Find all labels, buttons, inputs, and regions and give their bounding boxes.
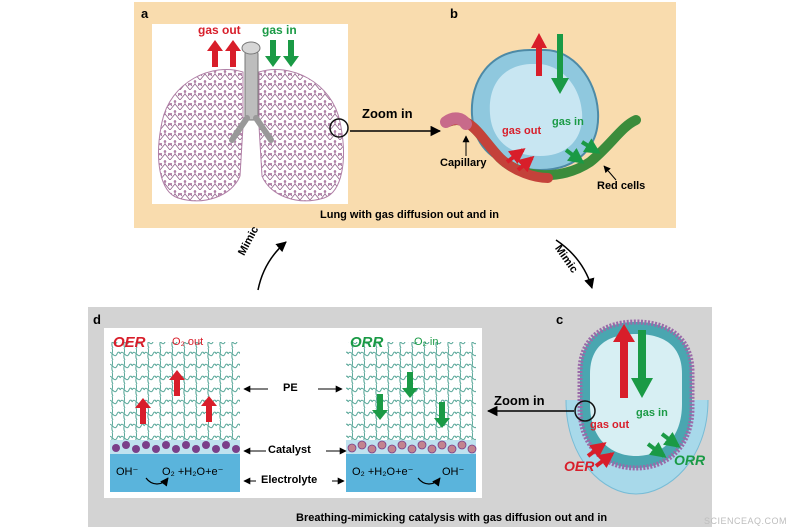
oer-equation: O₂ +H₂O+e⁻ (162, 466, 224, 478)
orr-equation: O₂ +H₂O+e⁻ (352, 466, 414, 478)
lungs-illustration (158, 41, 344, 202)
bottom-caption: Breathing-mimicking catalysis with gas d… (296, 512, 608, 524)
catalyst-label: Catalyst (268, 444, 311, 456)
electrode-zoom-circle (574, 400, 596, 422)
top-caption: Lung with gas diffusion out and in (320, 209, 500, 221)
watermark: SCIENCEAQ.COM (704, 516, 788, 526)
zoom-in-top-label: Zoom in (362, 106, 413, 121)
lung-zoom-circle (329, 118, 349, 138)
o2-out-label: O₂ out (172, 336, 204, 348)
bubble-gas-out-label: gas out (590, 419, 630, 431)
capillary-label: Capillary (440, 157, 487, 169)
pe-label: PE (283, 382, 298, 394)
oer-electrode (110, 342, 240, 492)
bubble-electrode-illustration (565, 319, 709, 495)
o2-in-label: O₂ in (414, 336, 439, 348)
oh-right-label: OH⁻ (442, 466, 465, 478)
panel-b-letter: b (450, 6, 458, 21)
orr-electrode (346, 342, 477, 492)
bubble-gas-in-label: gas in (636, 407, 668, 419)
red-cells-pointer (603, 165, 617, 181)
oer-heading: OER (113, 334, 146, 351)
lung-gas-out-arrows (207, 40, 241, 67)
oh-left-label: OH⁻ (116, 466, 139, 478)
mimic-left-arrow (257, 241, 287, 291)
panel-d-letter: d (93, 312, 101, 327)
center-label-arrows (243, 385, 347, 485)
alveolus-gas-out-label: gas out (502, 125, 542, 137)
lung-gas-out-label: gas out (198, 23, 241, 37)
bubble-orr-label: ORR (674, 452, 706, 468)
lung-gas-in-label: gas in (262, 23, 297, 37)
panel-a-letter: a (141, 6, 149, 21)
mimic-right-arrow (555, 239, 595, 290)
orr-heading: ORR (350, 334, 384, 351)
zoom-in-bottom-label: Zoom in (494, 393, 545, 408)
alveolus-gas-arrows (505, 33, 601, 173)
lung-gas-in-arrows (265, 40, 299, 67)
electrolyte-label: Electrolyte (261, 474, 318, 486)
bubble-oer-label: OER (564, 458, 595, 474)
panel-c-letter: c (556, 312, 564, 327)
red-cells-label: Red cells (597, 180, 646, 192)
alveolus-gas-in-label: gas in (552, 116, 584, 128)
